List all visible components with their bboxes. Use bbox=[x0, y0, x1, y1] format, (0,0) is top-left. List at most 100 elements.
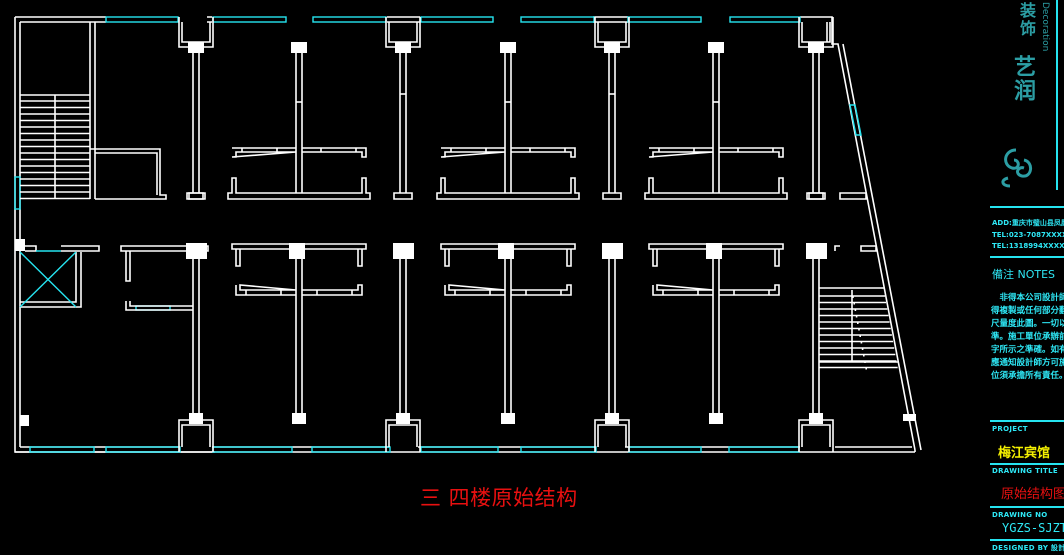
plan-title: 三 四楼原始结构 bbox=[420, 486, 578, 510]
partition-wall bbox=[712, 53, 720, 193]
column bbox=[500, 42, 516, 53]
stair-right bbox=[819, 287, 898, 370]
partition-wall bbox=[712, 259, 720, 413]
bathroom-wall bbox=[648, 243, 784, 267]
bathroom-wall bbox=[644, 177, 788, 200]
window bbox=[212, 16, 287, 23]
partition-wall bbox=[399, 53, 407, 193]
partition-wall bbox=[192, 53, 200, 193]
bathroom-wall bbox=[648, 147, 784, 158]
wall-recess bbox=[798, 17, 834, 48]
company-logo-icon bbox=[1001, 148, 1032, 188]
column bbox=[708, 42, 724, 53]
stair-left bbox=[20, 94, 90, 200]
notes-line: 準。施工單位承辦前 bbox=[991, 332, 1064, 342]
column-foot bbox=[602, 192, 622, 200]
wall-recess bbox=[594, 17, 630, 48]
partition-wall bbox=[608, 53, 616, 193]
wall-recess bbox=[798, 419, 834, 452]
notes-line: 尺量度此圖。一切以 bbox=[991, 319, 1064, 329]
wall-recess bbox=[594, 419, 630, 452]
elevator-shaft bbox=[15, 239, 100, 426]
partition-wall bbox=[608, 259, 616, 413]
company-logo-text: 艺润 bbox=[1010, 55, 1035, 103]
column bbox=[602, 243, 623, 259]
drawing-title-label: DRAWING TITLE bbox=[992, 467, 1058, 475]
partition-wall bbox=[295, 53, 303, 193]
window bbox=[420, 16, 494, 23]
column-foot bbox=[393, 192, 413, 200]
wall-recess bbox=[178, 419, 214, 452]
bathroom-wall bbox=[444, 284, 572, 296]
windows bbox=[14, 16, 862, 453]
outer-walls bbox=[14, 16, 922, 453]
wall-recess bbox=[178, 17, 214, 48]
partition-wall bbox=[192, 259, 200, 413]
bathroom-door-jamb bbox=[241, 148, 357, 152]
notes-line: 應通知設計師方可施 bbox=[991, 358, 1064, 368]
window bbox=[14, 176, 21, 210]
column-foot bbox=[188, 192, 867, 200]
column bbox=[292, 413, 306, 424]
column bbox=[289, 243, 305, 259]
tel-2-text: TEL:1318994XXXX bbox=[992, 242, 1064, 250]
column bbox=[396, 413, 410, 424]
partition-wall bbox=[504, 259, 512, 413]
column bbox=[706, 243, 722, 259]
tel-1-text: TEL:023-7087XXXX bbox=[992, 231, 1064, 239]
column bbox=[189, 413, 203, 424]
column bbox=[393, 243, 414, 259]
partition-wall bbox=[399, 259, 407, 413]
divider bbox=[990, 539, 1064, 541]
notes-body: 非得本公司設計師 得複製或任何部分翻 尺量度此圖。一切以 準。施工單位承辦前 字… bbox=[991, 292, 1064, 383]
window bbox=[849, 104, 862, 136]
company-logo-subtitle: Decoration bbox=[1040, 2, 1050, 52]
bathroom-wall bbox=[231, 243, 367, 267]
notes-line: 位須承擔所有責任。 bbox=[991, 371, 1064, 381]
divider bbox=[990, 463, 1064, 465]
bathroom-wall bbox=[235, 284, 363, 296]
floor-plan bbox=[14, 16, 922, 453]
divider bbox=[990, 420, 1064, 422]
window bbox=[420, 446, 499, 453]
partition-wall bbox=[295, 259, 303, 413]
project-name: 梅江宾馆 bbox=[998, 446, 1051, 461]
column bbox=[291, 42, 307, 53]
window bbox=[520, 446, 597, 453]
designed-by-label: DESIGNED BY 設計 bbox=[992, 544, 1064, 552]
divider bbox=[990, 206, 1064, 208]
window bbox=[729, 16, 801, 23]
bathroom-wall bbox=[440, 147, 576, 158]
bathroom-door-jamb bbox=[454, 290, 562, 295]
divider bbox=[990, 256, 1064, 258]
bathroom-wall bbox=[227, 177, 371, 200]
notes-line: 非得本公司設計師 bbox=[991, 293, 1064, 303]
column bbox=[501, 413, 515, 424]
project-label: PROJECT bbox=[992, 425, 1028, 433]
divider bbox=[990, 506, 1064, 508]
column bbox=[806, 243, 827, 259]
window bbox=[311, 446, 391, 453]
bathroom-wall bbox=[436, 177, 580, 200]
drawing-no-label: DRAWING NO bbox=[992, 511, 1048, 519]
bathroom-door-jamb bbox=[245, 290, 353, 295]
notes-title: 備注 NOTES bbox=[992, 268, 1056, 281]
wall-recess bbox=[385, 17, 421, 48]
notes-line: 字所示之準確。如有 bbox=[991, 345, 1064, 355]
partition-wall bbox=[812, 53, 820, 193]
company-logo-tagline: 装饰 bbox=[1017, 2, 1036, 38]
window bbox=[105, 446, 181, 453]
column bbox=[709, 413, 723, 424]
drawing-title: 原始结构图 bbox=[1001, 487, 1064, 502]
bathroom-wall bbox=[652, 284, 780, 296]
bathroom-wall bbox=[231, 147, 367, 158]
column bbox=[186, 243, 207, 259]
title-block-border bbox=[1056, 0, 1058, 190]
bathroom-door-jamb bbox=[658, 148, 774, 152]
column bbox=[903, 414, 916, 421]
bathroom-wall bbox=[440, 243, 576, 267]
window bbox=[29, 446, 95, 453]
guest-room-bays bbox=[178, 17, 867, 452]
drawing-no: YGZS-SJZT- bbox=[1002, 521, 1064, 535]
address-text: ADD:重庆市璧山县凤凰 bbox=[992, 219, 1064, 227]
